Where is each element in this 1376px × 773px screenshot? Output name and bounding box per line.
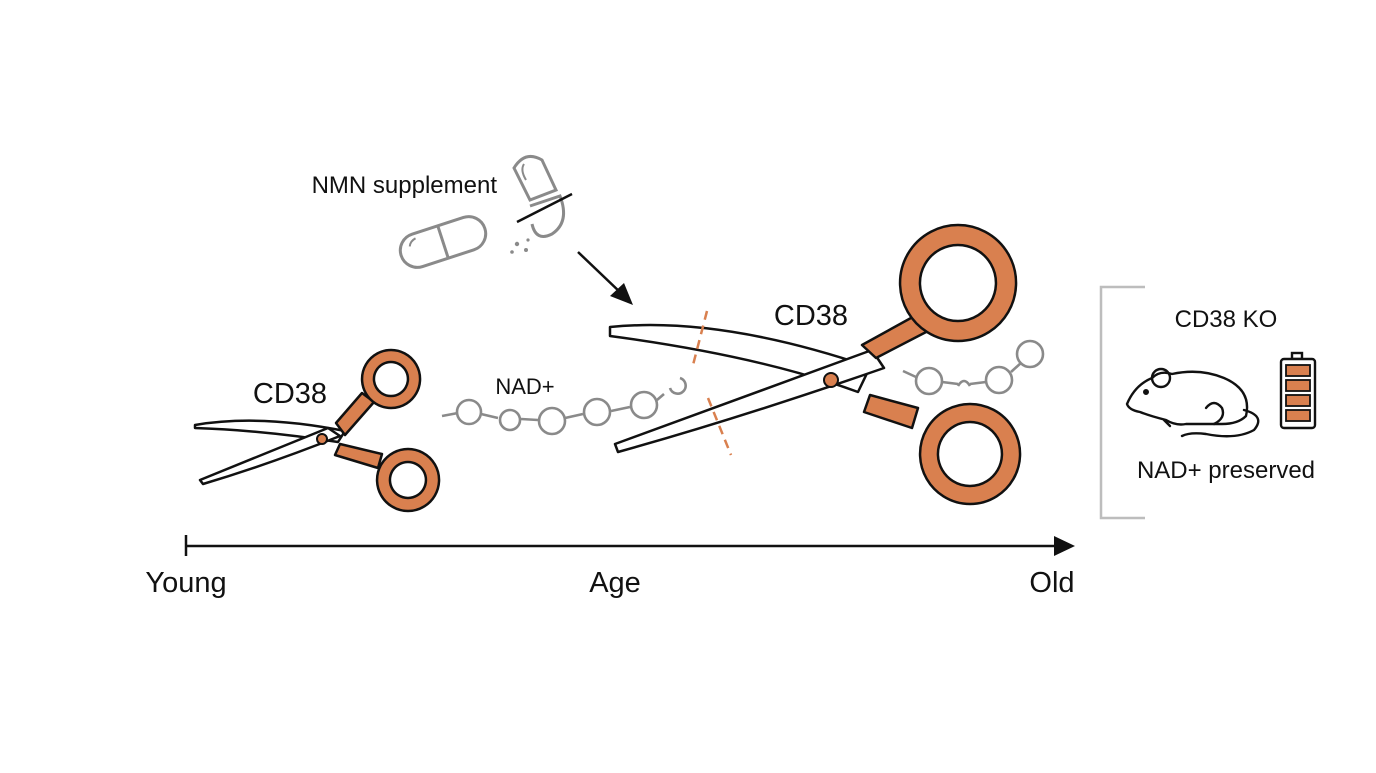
nad-molecule bbox=[914, 366, 944, 396]
ko-bracket bbox=[1099, 285, 1145, 520]
cd38-ko-label: CD38 KO bbox=[1175, 306, 1278, 333]
battery-icon bbox=[1279, 351, 1317, 430]
nad-molecule bbox=[537, 406, 567, 436]
cut-mark bbox=[706, 397, 733, 456]
battery-cell bbox=[1285, 409, 1311, 422]
nad-molecule bbox=[1015, 339, 1045, 369]
axis-start-label: Young bbox=[145, 567, 226, 599]
nad-molecule bbox=[629, 390, 659, 420]
axis-mid-label: Age bbox=[589, 567, 641, 599]
axis-arrowhead bbox=[1054, 536, 1075, 556]
cut-mark bbox=[691, 310, 709, 366]
battery-cell bbox=[1285, 364, 1311, 377]
supplement-arrow bbox=[577, 251, 633, 305]
cd38-large-label: CD38 bbox=[774, 300, 848, 332]
nad-preserved-label: NAD+ preserved bbox=[1137, 457, 1315, 484]
battery-cell bbox=[1285, 394, 1311, 407]
nad-molecule bbox=[455, 398, 483, 426]
nad-chain-fragment bbox=[902, 339, 1045, 396]
nmn-supplement-label: NMN supplement bbox=[312, 172, 498, 199]
nad-chain bbox=[441, 376, 687, 436]
nad-molecule bbox=[984, 365, 1014, 395]
nad-label: NAD+ bbox=[495, 374, 554, 399]
battery-cell bbox=[1285, 379, 1311, 392]
capsule-icon bbox=[398, 215, 488, 269]
scissors-icon bbox=[193, 348, 441, 513]
cd38-small-label: CD38 bbox=[253, 378, 327, 410]
nad-molecule bbox=[582, 397, 612, 427]
mouse-icon bbox=[1125, 367, 1260, 438]
broken-capsule-icon bbox=[510, 154, 573, 254]
scissors-icon bbox=[608, 223, 1022, 506]
nad-molecule bbox=[498, 408, 522, 432]
age-axis bbox=[184, 535, 1075, 556]
axis-end-label: Old bbox=[1029, 567, 1074, 599]
